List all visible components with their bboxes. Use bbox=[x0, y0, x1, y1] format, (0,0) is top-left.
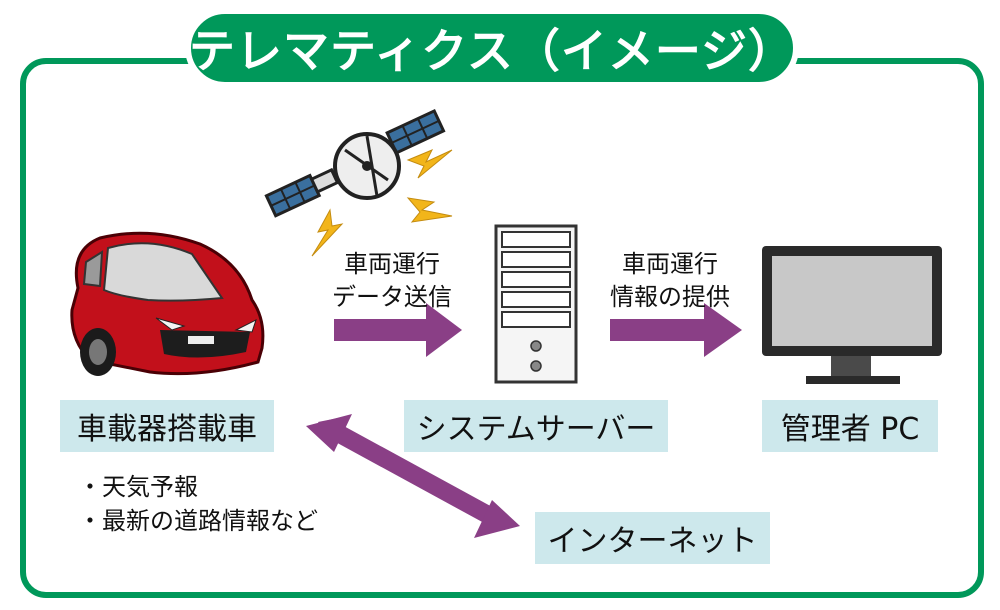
car-icon bbox=[70, 231, 265, 376]
car-info-list: ・天気予報 ・最新の道路情報など bbox=[78, 470, 318, 538]
satellite-icon bbox=[264, 108, 446, 218]
car-info-item: ・天気予報 bbox=[78, 473, 198, 501]
server-icon bbox=[494, 224, 578, 384]
car-label: 車載器搭載車 bbox=[60, 400, 274, 452]
arrow-car-to-server bbox=[334, 303, 462, 357]
flow-label-car-to-server: 車両運行 データ送信 bbox=[332, 250, 452, 311]
server-label: システムサーバー bbox=[404, 400, 668, 452]
lightning-icon bbox=[311, 149, 453, 257]
arrow-car-internet bbox=[306, 414, 520, 538]
arrow-server-to-pc bbox=[610, 303, 742, 357]
diagram-title: テレマティクス（イメージ） bbox=[189, 24, 795, 78]
car-info-item: ・最新の道路情報など bbox=[78, 507, 318, 535]
internet-label: インターネット bbox=[535, 512, 770, 564]
title-banner: テレマティクス（イメージ） bbox=[185, 8, 799, 88]
monitor-icon bbox=[762, 246, 942, 384]
flow-label-server-to-pc: 車両運行 情報の提供 bbox=[610, 250, 730, 311]
pc-label: 管理者 PC bbox=[762, 400, 938, 452]
